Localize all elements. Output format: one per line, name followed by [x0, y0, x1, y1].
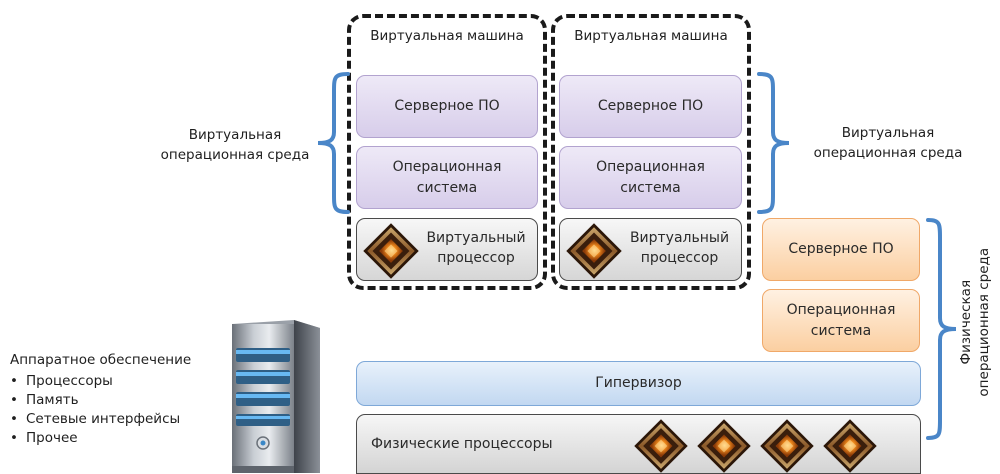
chip-icon [363, 223, 419, 279]
physical-server-software-label: Серверное ПО [788, 241, 894, 258]
virtual-machine-frame-1 [347, 14, 547, 290]
hardware-list: Процессоры Память Сетевые интерфейсы Про… [10, 372, 180, 448]
vm2-os-label-line2: система [620, 179, 681, 196]
curly-brace-icon [757, 72, 790, 214]
vm1-virtual-cpu-line2: процессор [437, 250, 515, 267]
chip-icon [634, 419, 688, 473]
virtual-environment-label-left: Виртуальная операционная среда [150, 126, 320, 165]
vm-title-2: Виртуальная машина [574, 28, 728, 44]
virtual-machine-frame-2 [551, 14, 751, 290]
physical-environment-label: Физическая операционная среда [957, 242, 993, 402]
vm1-server-software-label: Серверное ПО [394, 98, 500, 115]
physical-environment-line1: Физическая [957, 279, 974, 365]
vm2-server-software-label: Серверное ПО [597, 98, 704, 115]
server-tower-icon [232, 320, 320, 473]
chip-icon [823, 419, 877, 473]
vm2-os-box: Операционная система [559, 146, 742, 209]
vm-title-1: Виртуальная машина [370, 28, 524, 44]
virtual-environment-left-line1: Виртуальная [188, 127, 282, 143]
vm1-os-box: Операционная система [356, 146, 538, 209]
chip-icon [760, 419, 814, 473]
physical-os-label-line2: система [810, 322, 872, 339]
curly-brace-icon [926, 218, 957, 440]
vm1-virtual-cpu-line1: Виртуальный [426, 230, 526, 246]
vm1-os-label-line2: система [416, 179, 478, 196]
physical-server-software-box: Серверное ПО [762, 218, 920, 281]
vm2-os-label-line1: Операционная [596, 159, 705, 176]
chip-icon [566, 223, 622, 279]
vm2-virtual-cpu-line2: процессор [640, 250, 719, 267]
hypervisor-label: Гипервизор [595, 375, 682, 392]
virtual-environment-left-line2: операционная среда [160, 146, 310, 163]
curly-brace-icon [317, 72, 350, 214]
list-item: Сетевые интерфейсы [10, 410, 180, 429]
list-item: Память [10, 391, 180, 410]
list-item: Прочее [10, 429, 180, 448]
physical-processors-box: Физические процессоры [356, 414, 921, 474]
vm1-server-software-box: Серверное ПО [356, 75, 538, 138]
physical-processors-label: Физические процессоры [371, 435, 553, 452]
vm2-virtual-cpu-box: Виртуальный процессор [559, 218, 742, 281]
physical-os-label-line1: Операционная [786, 302, 896, 319]
hypervisor-box: Гипервизор [356, 361, 921, 406]
vm1-os-label-line1: Операционная [392, 159, 502, 176]
virtual-environment-label-right: Виртуальная операционная среда [798, 124, 978, 163]
virtual-environment-right-line2: операционная среда [813, 144, 963, 161]
vm1-virtual-cpu-label: Виртуальный процессор [419, 228, 533, 269]
vm2-virtual-cpu-label: Виртуальный процессор [622, 228, 737, 269]
physical-environment-line2: операционная среда [976, 247, 992, 397]
hardware-title: Аппаратное обеспечение [10, 352, 192, 368]
list-item: Процессоры [10, 372, 180, 391]
vm2-server-software-box: Серверное ПО [559, 75, 742, 138]
vm1-virtual-cpu-box: Виртуальный процессор [356, 218, 538, 281]
vm2-virtual-cpu-line1: Виртуальный [629, 230, 730, 246]
physical-os-box: Операционная система [762, 289, 920, 352]
virtual-environment-right-line1: Виртуальная [841, 125, 935, 141]
chip-icon [697, 419, 751, 473]
